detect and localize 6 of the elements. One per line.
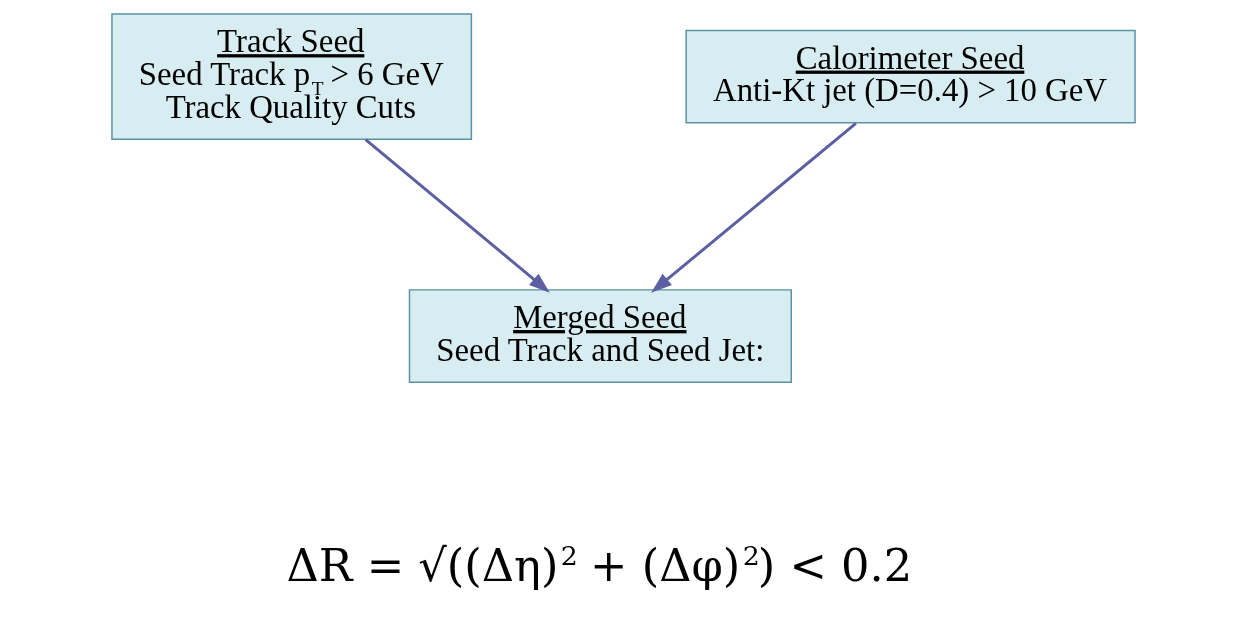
node-box: Track Seed Seed Track p$_{T}$ > 6 GeV Track Quality Cuts [111,13,473,140]
node-box: Merged Seed Seed Track and Seed Jet: [408,289,793,384]
arrow [364,138,550,293]
arrow [651,122,857,293]
label: ΔR = √((Δη)$^{2}$ + (Δφ)$^{2}$) < 0.2 [286,538,913,592]
node-box: Calorimeter Seed Anti-Kt jet (D=0.4) > 10 GeV [685,29,1136,124]
